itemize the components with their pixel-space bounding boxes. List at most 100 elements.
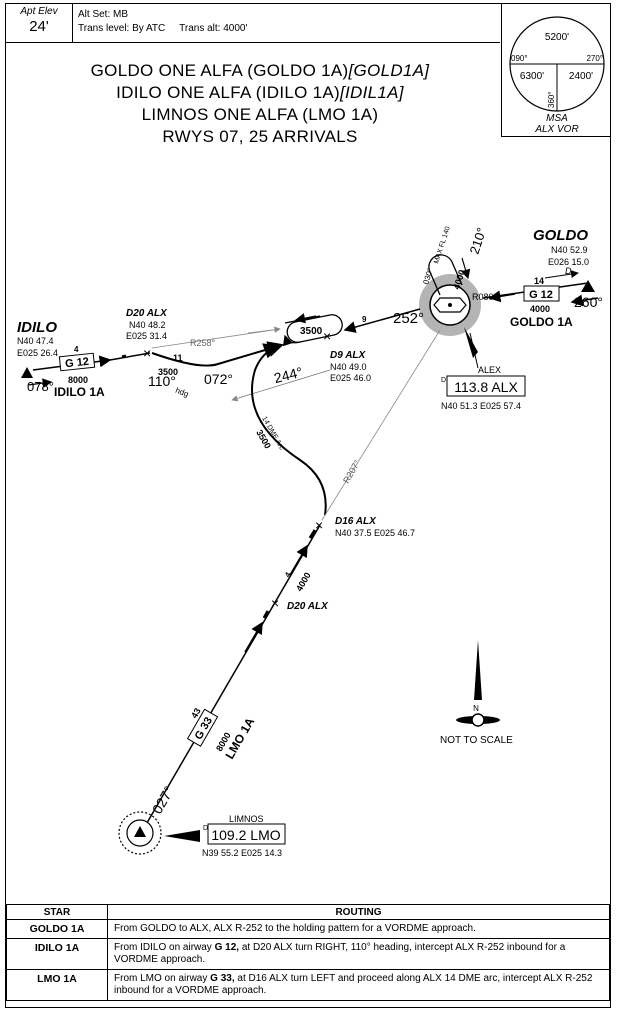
- alex-holding: [428, 254, 463, 296]
- goldo-procedure-name: GOLDO 1A: [510, 315, 573, 329]
- title-goldo-code: [GOLD1A]: [348, 61, 430, 80]
- msa-alt-south-east: 2400': [569, 71, 593, 82]
- trans-level: Trans level: By ATC: [78, 23, 166, 34]
- dme-arc: [251, 343, 327, 516]
- routing-lmo: From LMO on airway G 33, at D16 ALX turn…: [107, 969, 610, 1001]
- routing-lmo-pre: From LMO on airway: [114, 973, 211, 984]
- msa-bearing-090: 090°: [511, 54, 528, 63]
- lmo-route-line: [143, 524, 321, 829]
- table-row: LMO 1A From LMO on airway G 33, at D16 A…: [6, 969, 610, 1001]
- holding-inbound: 210°: [467, 226, 490, 256]
- routing-idilo-airway: G 12,: [214, 942, 240, 953]
- d16-name: D16 ALX: [335, 516, 377, 527]
- d20-north-lat: N40 48.2: [129, 320, 166, 330]
- procedure-titles: GOLDO ONE ALFA (GOLDO 1A)[GOLD1A] IDILO …: [60, 60, 460, 148]
- limnos-d: D: [203, 825, 208, 832]
- title-goldo: GOLDO ONE ALFA (GOLDO 1A): [90, 61, 349, 80]
- lmo-d16-alt: 4000: [294, 571, 313, 593]
- alt-set: Alt Set: MB: [78, 9, 129, 20]
- limnos-name: LIMNOS: [229, 814, 264, 824]
- d9-lon: E025 46.0: [330, 373, 371, 383]
- lmo-d16-dist: 4: [283, 570, 293, 579]
- col-routing: ROUTING: [107, 904, 610, 920]
- idilo-heading-path: [151, 341, 284, 367]
- d9-lat: N40 49.0: [330, 362, 367, 372]
- d20-south-name: D20 ALX: [287, 601, 329, 612]
- idilo-name: IDILO: [17, 319, 57, 336]
- apt-elev-label: Apt Elev: [20, 6, 58, 17]
- d20-d9-alt: 3500: [158, 367, 178, 377]
- limnos-freq-box: [207, 823, 286, 845]
- table-row: IDILO 1A From IDILO on airway G 12, at D…: [6, 938, 610, 970]
- idilo-course: 078°: [27, 379, 54, 394]
- msa-box: 5200' 090° 270° 6300' 2400' 360° MSA ALX…: [501, 4, 611, 137]
- r080-label: R080°: [472, 292, 498, 302]
- goldo-airway-box: [523, 285, 560, 302]
- lmo-course: 027°: [149, 783, 177, 816]
- holding-pattern: [286, 314, 343, 343]
- course-072: 072°: [204, 371, 233, 387]
- route-map: 3500 × 030° MAX FL 140 210° 4000 R080° 9…: [17, 226, 603, 858]
- goldo-lon: E026 15.0: [548, 257, 589, 267]
- msa-label: MSA: [546, 113, 568, 124]
- alex-d: D: [441, 377, 446, 384]
- limnos-freq: 109.2 LMO: [211, 827, 280, 843]
- altimeter-info: Alt Set: MB Trans level: By ATC Trans al…: [78, 8, 247, 36]
- trans-alt: Trans alt: 4000': [179, 23, 248, 34]
- alex-name: ALEX: [478, 365, 501, 375]
- msa-alt-west: 6300': [520, 71, 544, 82]
- msa-bearing-270: 270°: [586, 54, 603, 63]
- header-divider: [6, 42, 500, 43]
- routing-idilo-pre: From IDILO on airway: [114, 942, 215, 953]
- inbound-course: 252°: [393, 310, 424, 327]
- not-to-scale-note: NOT TO SCALE: [440, 735, 513, 746]
- chart-frame: [5, 3, 611, 1008]
- routing-idilo-post: at D20 ALX turn RIGHT, 110° heading, int…: [114, 942, 566, 965]
- inbound-r252-line: [343, 308, 421, 333]
- msa-alt-north: 5200': [545, 32, 569, 43]
- goldo-course: 260°: [574, 294, 603, 310]
- title-limnos: LIMNOS ONE ALFA (LMO 1A): [141, 105, 379, 124]
- msa-bearing-360: 360°: [547, 91, 556, 108]
- d16-coord: N40 37.5 E025 46.7: [335, 528, 415, 538]
- d9-name: D9 ALX: [330, 350, 367, 361]
- alex-coord: N40 51.3 E025 57.4: [441, 401, 521, 411]
- alex-freq-box: [446, 375, 526, 397]
- d20-north-lon: E025 31.4: [126, 331, 167, 341]
- routing-lmo-airway: G 33,: [210, 973, 235, 984]
- star-goldo: GOLDO 1A: [6, 919, 108, 939]
- routing-table: STAR ROUTING GOLDO 1A From GOLDO to ALX,…: [6, 904, 610, 1001]
- col-star: STAR: [6, 904, 108, 920]
- limnos-vor-symbol: [118, 811, 162, 855]
- d16-mark: ×: [315, 517, 323, 533]
- d20-north-mark: ×: [143, 345, 151, 361]
- idilo-alt: 8000: [68, 375, 88, 385]
- inbound-dist: 9: [362, 315, 367, 324]
- holding-alt: 3500: [300, 326, 323, 337]
- idilo-lon: E025 26.4: [17, 348, 58, 358]
- limnos-coord: N39 55.2 E025 14.3: [202, 848, 282, 858]
- table-row: GOLDO 1A From GOLDO to ALX, ALX R-252 to…: [6, 919, 610, 939]
- star-idilo: IDILO 1A: [6, 938, 108, 970]
- title-idilo-code: [IDIL1A]: [340, 83, 404, 102]
- heading-110: 110°: [148, 373, 176, 389]
- r207-label: R207°: [341, 458, 362, 485]
- msa-sublabel: ALX VOR: [534, 124, 578, 135]
- lmo-airway-box: [186, 708, 219, 747]
- goldo-d: D: [565, 266, 572, 276]
- idilo-lat: N40 47.4: [17, 336, 54, 346]
- goldo-name: GOLDO: [533, 227, 588, 244]
- title-idilo: IDILO ONE ALFA (IDILO 1A): [116, 83, 341, 102]
- idilo-procedure-name: IDILO 1A: [54, 385, 105, 399]
- routing-idilo: From IDILO on airway G 12, at D20 ALX tu…: [107, 938, 610, 970]
- alex-freq: 113.8 ALX: [454, 379, 518, 395]
- d20-north-name: D20 ALX: [126, 308, 168, 319]
- apt-elev-value: 24': [29, 18, 49, 35]
- goldo-alt: 4000: [530, 304, 550, 314]
- title-runways: RWYS 07, 25 ARRIVALS: [162, 127, 358, 146]
- d20-south-mark: ×: [271, 595, 279, 611]
- north-letter: N: [473, 704, 479, 713]
- d9-fix-mark: ×: [323, 328, 331, 344]
- routing-goldo: From GOLDO to ALX, ALX R-252 to the hold…: [107, 919, 610, 939]
- r258-label: R258°: [190, 338, 216, 348]
